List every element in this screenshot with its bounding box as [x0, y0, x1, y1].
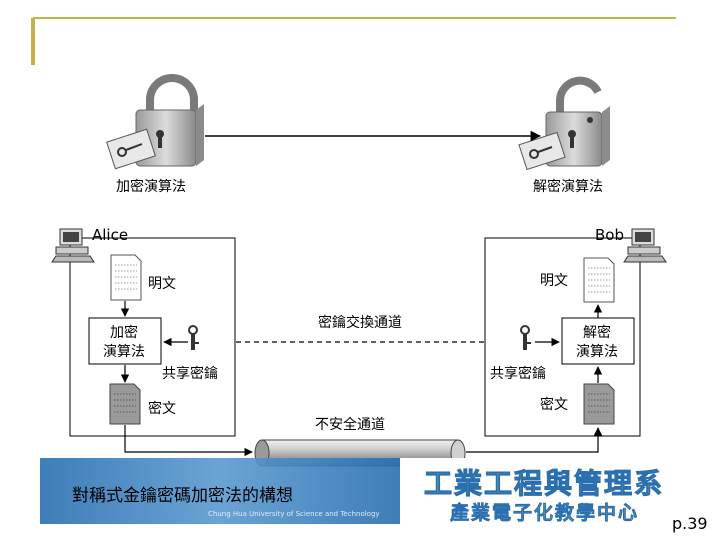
- alice-ciphertext-label: 密文: [148, 400, 176, 417]
- key-icon: [520, 325, 531, 350]
- key-card-icon: [106, 128, 156, 170]
- bob-panel: [484, 237, 641, 437]
- slide-caption: 對稱式金鑰密碼加密法的構想: [72, 486, 293, 506]
- bob-box-line1: 解密: [583, 324, 611, 341]
- alice-panel: [69, 237, 236, 437]
- department-banner: 工業工程與管理系 產業電子化教學中心: [400, 458, 690, 524]
- alice-box-line2: 演算法: [103, 344, 145, 360]
- bob-ciphertext-label: 密文: [540, 396, 568, 413]
- bob-name: Bob: [595, 226, 624, 244]
- encrypt-algorithm-label: 加密演算法: [116, 178, 186, 195]
- alice-name: Alice: [92, 226, 128, 244]
- key-icon: [188, 325, 199, 350]
- document-icon: [583, 257, 615, 303]
- university-banner: Chung Hua University of Science and Tech…: [40, 458, 400, 524]
- insecure-channel-label: 不安全通道: [315, 416, 385, 433]
- document-icon: [110, 254, 142, 301]
- slide-accent-frame: [31, 17, 676, 65]
- bob-plaintext-label: 明文: [540, 273, 568, 289]
- computer-icon: [51, 228, 95, 263]
- department-title: 工業工程與管理系: [423, 467, 665, 501]
- computer-icon: [623, 228, 667, 263]
- bob-shared-key-label: 共享密鑰: [490, 365, 546, 382]
- alice-shared-key-label: 共享密鑰: [162, 365, 218, 382]
- encrypted-document-icon: [583, 383, 615, 425]
- decrypt-algorithm-label: 解密演算法: [533, 178, 603, 195]
- pipe-to-bob-arrow: [466, 427, 603, 453]
- symmetric-key-diagram: 加密演算法 解密演算法 Alice 明文 加密 演算法 共享密鑰 密文: [51, 74, 667, 467]
- encrypted-document-icon: [109, 383, 141, 425]
- alice-box-line1: 加密: [110, 324, 138, 341]
- bob-box-line2: 演算法: [576, 344, 618, 360]
- department-subtitle: 產業電子化教學中心: [450, 502, 640, 525]
- alice-to-pipe-arrow: [124, 425, 253, 457]
- key-card-icon: [518, 131, 566, 171]
- university-name: Chung Hua University of Science and Tech…: [208, 510, 380, 518]
- decrypt-algorithm-box: [561, 317, 635, 365]
- encrypt-algorithm-box: [88, 317, 162, 365]
- page-number: p.39: [672, 514, 708, 533]
- key-exchange-channel-label: 密鑰交換通道: [318, 314, 402, 331]
- alice-plaintext-label: 明文: [148, 276, 176, 292]
